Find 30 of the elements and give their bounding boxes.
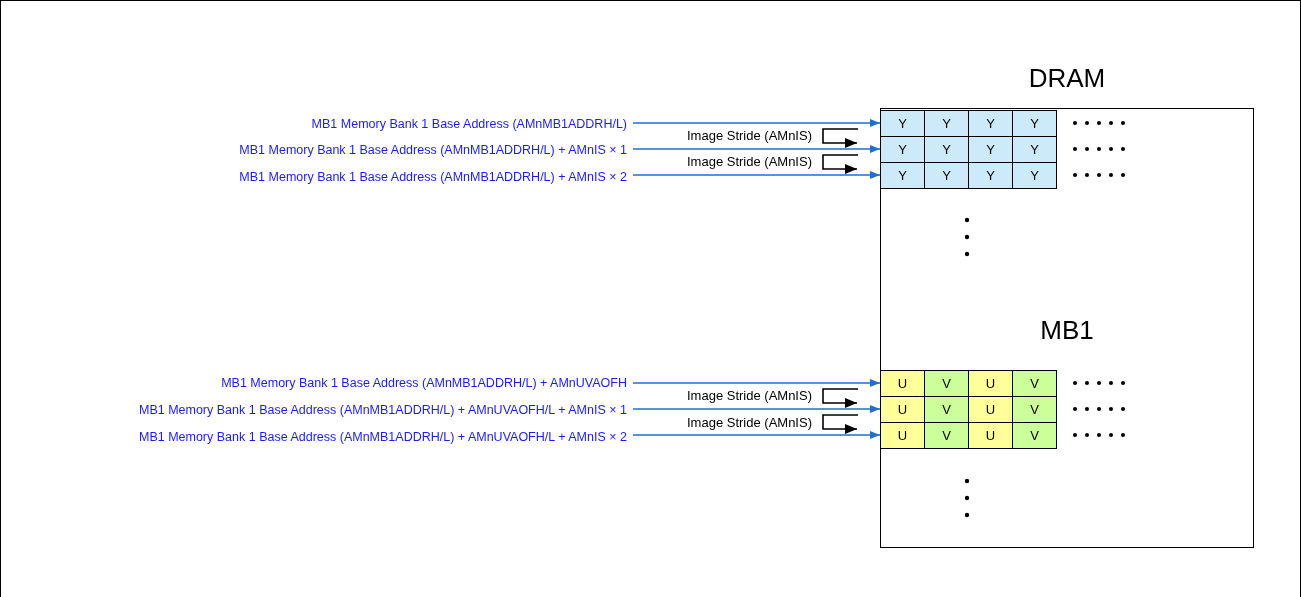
- arrow: [632, 405, 881, 413]
- memory-cell: Y: [968, 162, 1013, 189]
- memory-cell: V: [924, 422, 969, 449]
- stride-label: Image Stride (AMnIS): [686, 388, 812, 404]
- arrow: [632, 379, 881, 387]
- memory-cell: Y: [880, 162, 925, 189]
- arrow: [632, 145, 881, 153]
- bank-title: MB1: [1039, 314, 1095, 347]
- arrow: [632, 171, 881, 179]
- memory-title: DRAM: [1027, 62, 1107, 95]
- arrow: [632, 431, 881, 439]
- memory-cell: Y: [1012, 110, 1057, 137]
- address-text: MB1 Memory Bank 1 Base Address (AMnMB1ADDRH/L) + AMnUVAOFH/L + AMnIS × 1: [20, 401, 627, 419]
- memory-cell: Y: [924, 162, 969, 189]
- address-text: MB1 Memory Bank 1 Base Address (AMnMB1ADDRH/L) + AMnIS × 2: [20, 168, 627, 186]
- memory-cell: U: [880, 422, 925, 449]
- stride-label: Image Stride (AMnIS): [686, 154, 812, 170]
- memory-cell: Y: [1012, 136, 1057, 163]
- address-text: MB1 Memory Bank 1 Base Address (AMnMB1ADDRH/L) + AMnUVAOFH/L + AMnIS × 2: [20, 428, 627, 446]
- arrow: [632, 119, 881, 127]
- address-text: MB1 Memory Bank 1 Base Address (AMnMB1ADDRH/L) + AMnIS × 1: [20, 141, 627, 159]
- memory-cell: Y: [1012, 162, 1057, 189]
- memory-cell: V: [1012, 370, 1057, 397]
- memory-cell: V: [1012, 422, 1057, 449]
- memory-cell: V: [1012, 396, 1057, 423]
- address-text: MB1 Memory Bank 1 Base Address (AMnMB1ADDRH/L): [20, 115, 627, 133]
- memory-cell: U: [968, 422, 1013, 449]
- stride-label: Image Stride (AMnIS): [686, 128, 812, 144]
- address-text: MB1 Memory Bank 1 Base Address (AMnMB1ADDRH/L) + AMnUVAOFH: [20, 374, 627, 392]
- stride-label: Image Stride (AMnIS): [686, 415, 812, 431]
